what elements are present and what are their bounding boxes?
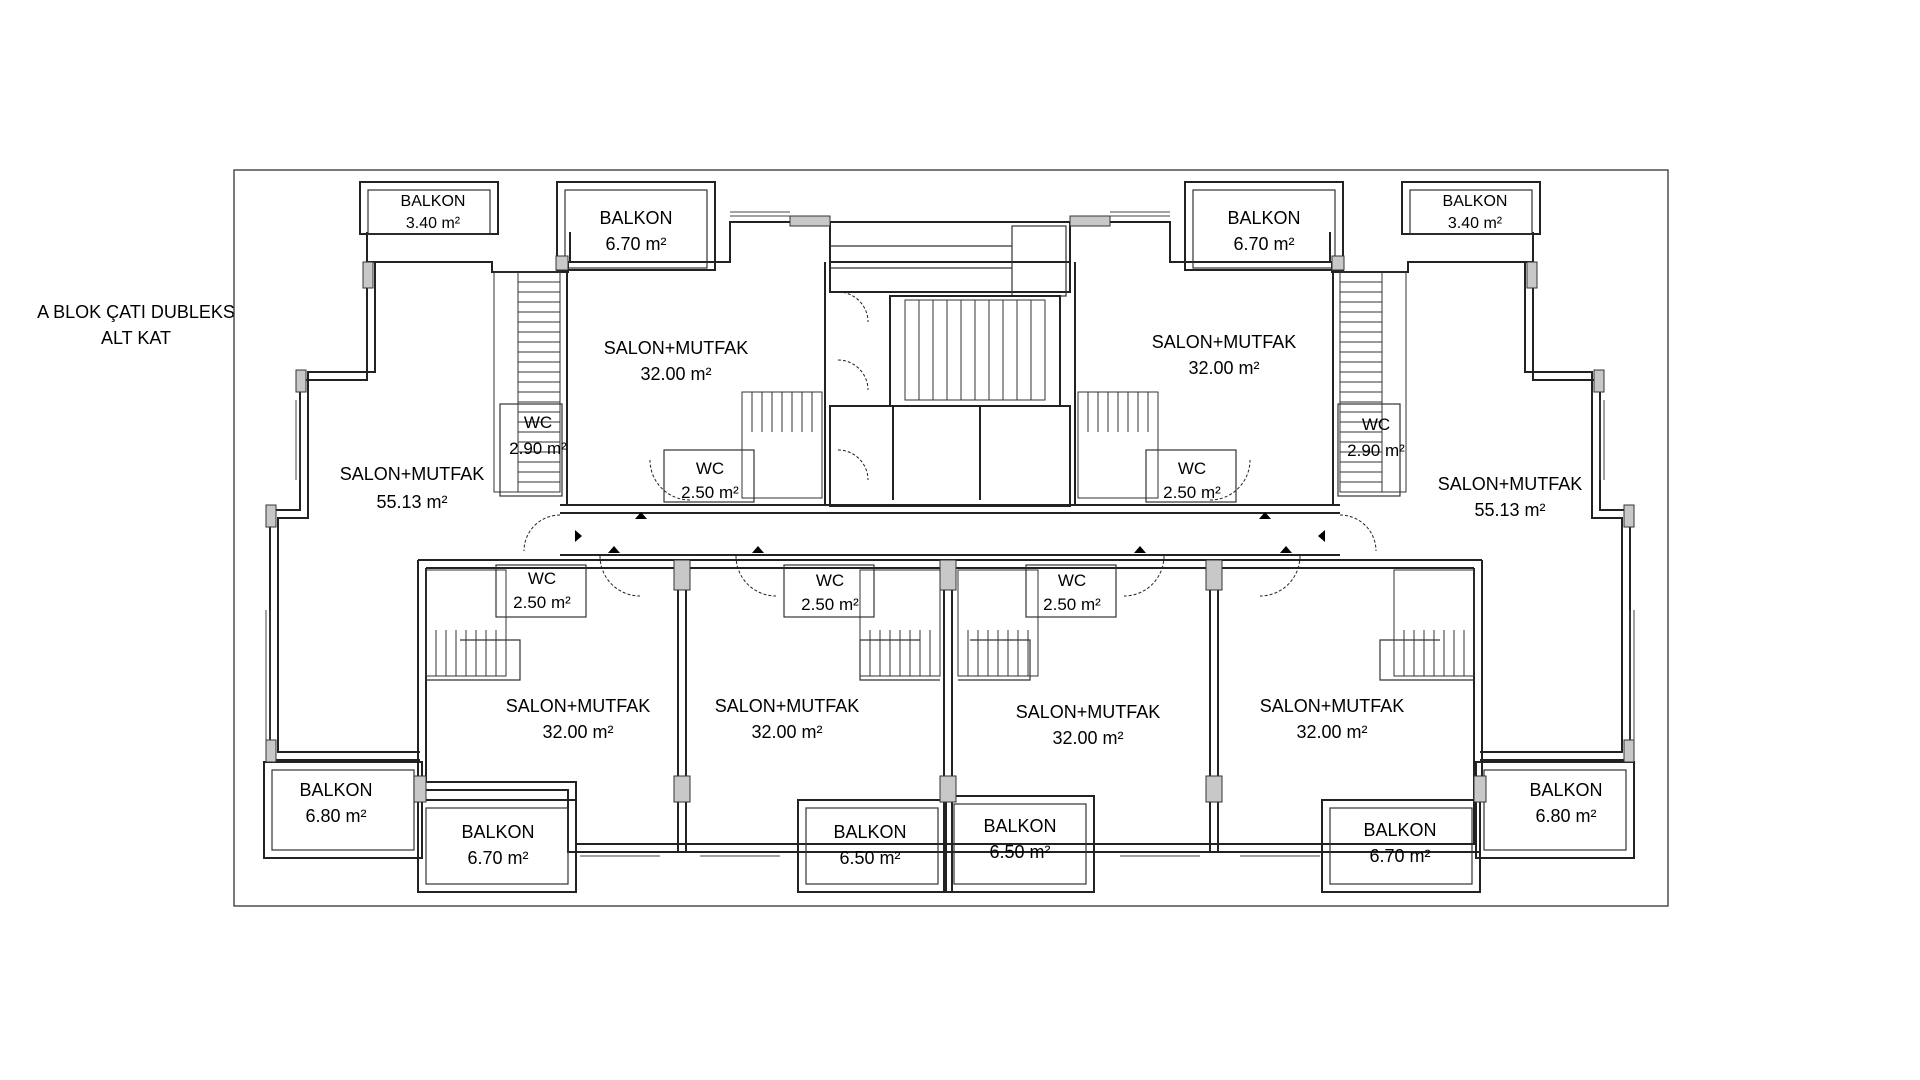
room-name-wc-right: WC [1362,415,1390,434]
room-name-wc-bottom-2: WC [816,571,844,590]
top-balconies [359,181,1541,271]
room-name-balkon-bottom-1: BALKON [461,822,534,842]
room-area-salon-bottom-2: 32.00 m² [751,722,822,742]
room-name-balkon-bottom-left-corner: BALKON [299,780,372,800]
room-name-salon-bottom-1: SALON+MUTFAK [506,696,651,716]
interior-walls [426,221,1474,892]
room-name-salon-bottom-4: SALON+MUTFAK [1260,696,1405,716]
sheet-frame [233,169,1669,907]
room-name-salon-top-right: SALON+MUTFAK [1152,332,1297,352]
outer-walls [269,221,1631,853]
room-area-balkon-bottom-left-corner: 6.80 m² [305,806,366,826]
room-area-salon-top-left: 32.00 m² [640,364,711,384]
wc-boxes [495,403,1401,618]
plan-title-line1: A BLOK ÇATI DUBLEKS [37,302,235,322]
stair-treads [435,281,1465,676]
room-name-salon-right-large: SALON+MUTFAK [1438,474,1583,494]
room-labels: BALKON 3.40 m² BALKON 6.70 m² BALKON 6.7… [299,193,1602,868]
room-name-salon-bottom-2: SALON+MUTFAK [715,696,860,716]
room-name-wc-top-right: WC [1178,459,1206,478]
plan-title-line2: ALT KAT [101,328,171,348]
windows [265,211,1635,857]
room-area-balkon-top-right-small: 3.40 m² [1448,215,1503,232]
room-name-balkon-top-right-small: BALKON [1443,193,1508,210]
room-name-salon-bottom-3: SALON+MUTFAK [1016,702,1161,722]
room-area-salon-bottom-4: 32.00 m² [1296,722,1367,742]
stairs [425,271,1475,677]
room-area-balkon-top-left: 6.70 m² [605,234,666,254]
room-area-wc-right: 2.90 m² [1347,441,1405,460]
room-name-salon-left-large: SALON+MUTFAK [340,464,485,484]
room-name-wc-left: WC [524,413,552,432]
room-area-wc-bottom-2: 2.50 m² [801,595,859,614]
room-area-balkon-top-left-small: 3.40 m² [406,215,461,232]
room-name-balkon-top-left-small: BALKON [401,193,466,210]
room-area-salon-right-large: 55.13 m² [1474,500,1545,520]
room-name-wc-bottom-3: WC [1058,571,1086,590]
room-area-wc-top-left: 2.50 m² [681,483,739,502]
room-area-wc-top-right: 2.50 m² [1163,483,1221,502]
room-area-balkon-bottom-4: 6.70 m² [1369,846,1430,866]
room-area-balkon-top-right: 6.70 m² [1233,234,1294,254]
room-area-wc-left: 2.90 m² [509,439,567,458]
room-name-balkon-top-left: BALKON [599,208,672,228]
bottom-balconies [263,761,1635,893]
room-name-balkon-bottom-2: BALKON [833,822,906,842]
room-name-balkon-top-right: BALKON [1227,208,1300,228]
doors [523,291,1377,597]
room-area-balkon-bottom-2: 6.50 m² [839,848,900,868]
room-area-wc-bottom-1: 2.50 m² [513,593,571,612]
room-area-balkon-bottom-3: 6.50 m² [989,842,1050,862]
room-name-wc-bottom-1: WC [528,569,556,588]
room-name-wc-top-left: WC [696,459,724,478]
room-name-balkon-bottom-4: BALKON [1363,820,1436,840]
room-name-balkon-bottom-right-corner: BALKON [1529,780,1602,800]
room-area-salon-bottom-1: 32.00 m² [542,722,613,742]
room-area-salon-bottom-3: 32.00 m² [1052,728,1123,748]
room-name-salon-top-left: SALON+MUTFAK [604,338,749,358]
room-area-wc-bottom-3: 2.50 m² [1043,595,1101,614]
room-area-salon-top-right: 32.00 m² [1188,358,1259,378]
entry-arrows [575,512,1325,553]
room-area-salon-left-large: 55.13 m² [376,492,447,512]
room-area-balkon-bottom-1: 6.70 m² [467,848,528,868]
columns [265,215,1635,803]
room-name-balkon-bottom-3: BALKON [983,816,1056,836]
room-area-balkon-bottom-right-corner: 6.80 m² [1535,806,1596,826]
